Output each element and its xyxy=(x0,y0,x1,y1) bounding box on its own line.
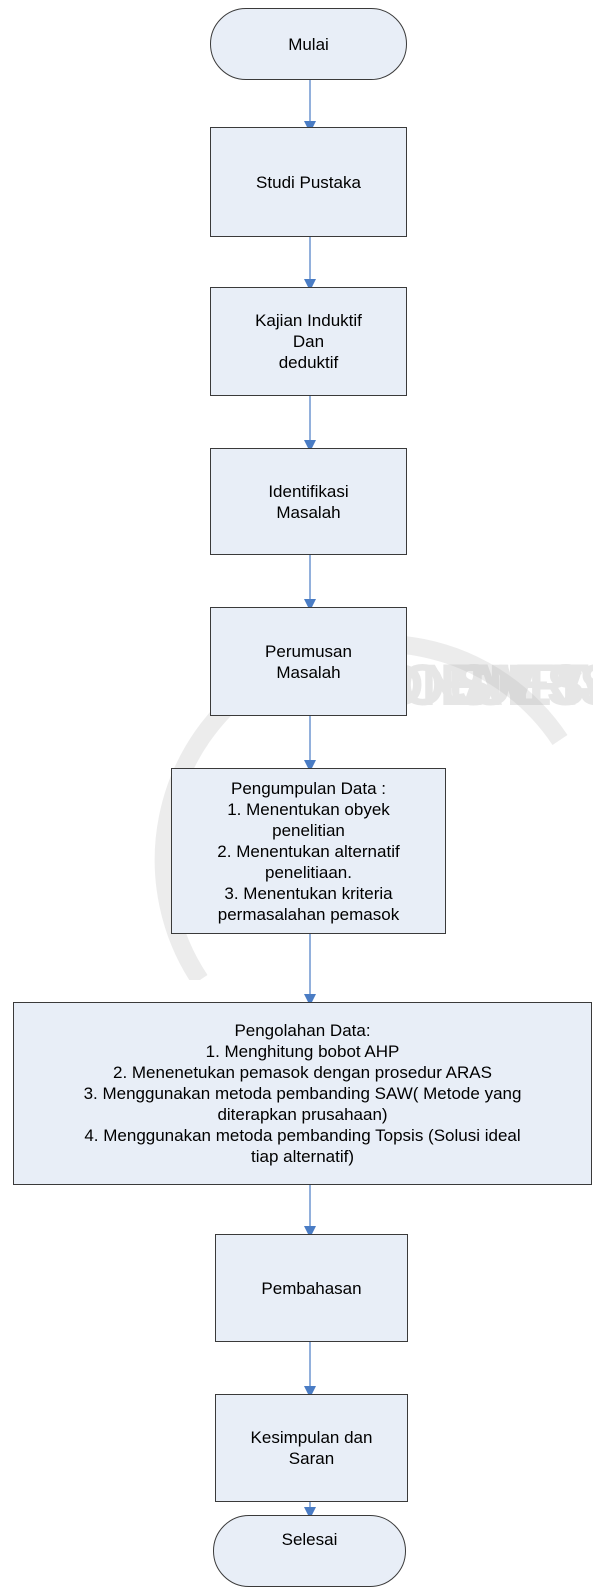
step-identifikasi: Identifikasi Masalah xyxy=(210,448,407,555)
step-kesimpulan: Kesimpulan dan Saran xyxy=(215,1394,408,1502)
step-pembahasan: Pembahasan xyxy=(215,1234,408,1342)
end-terminal: Selesai xyxy=(213,1515,406,1587)
start-terminal: Mulai xyxy=(210,8,407,80)
start-label: Mulai xyxy=(288,34,329,54)
step-label: Studi Pustaka xyxy=(256,172,361,192)
end-label: Selesai xyxy=(281,1529,338,1549)
step-label: Kesimpulan dan Saran xyxy=(250,1428,373,1468)
step-label: Pembahasan xyxy=(261,1278,362,1298)
step-label: Identifikasi Masalah xyxy=(268,481,349,522)
step-label: Pengolahan Data: 1. Menghitung bobot AHP… xyxy=(83,1021,522,1166)
step-kajian: Kajian Induktif Dan deduktif xyxy=(210,287,407,396)
step-label: Kajian Induktif Dan deduktif xyxy=(255,311,362,372)
step-pengolahan-data: Pengolahan Data: 1. Menghitung bobot AHP… xyxy=(13,1002,592,1185)
step-perumusan: Perumusan Masalah xyxy=(210,607,407,716)
step-studi-pustaka: Studi Pustaka xyxy=(210,127,407,237)
step-label: Perumusan Masalah xyxy=(265,641,352,682)
step-pengumpulan-data: Pengumpulan Data : 1. Menentukan obyek p… xyxy=(171,768,446,934)
step-label: Pengumpulan Data : 1. Menentukan obyek p… xyxy=(217,778,400,924)
